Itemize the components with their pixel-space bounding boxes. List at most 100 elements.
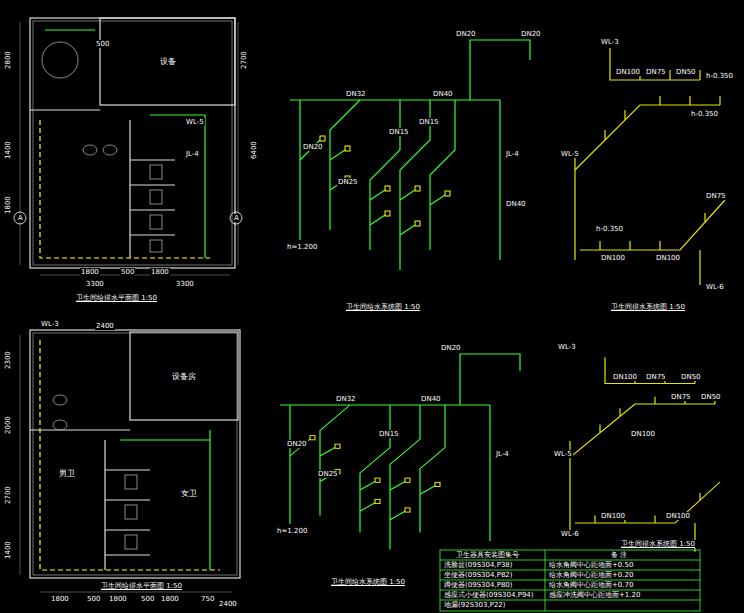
dimension-label: 1400 <box>4 140 12 160</box>
drain-system-bottom <box>570 357 720 551</box>
drawing-title: 卫生间给排水平面图 1:50 <box>75 294 158 302</box>
pipe-label: JL-4 <box>505 150 520 158</box>
pipe-label: WL-5 <box>553 450 573 458</box>
pipe-label: DN20 <box>440 344 462 352</box>
pipe-label: DN50 <box>675 68 697 76</box>
pipe-label: DN32 <box>345 90 367 98</box>
pipe-label: DN40 <box>420 395 442 403</box>
dimension-label: 1800 <box>160 595 180 603</box>
room-box: 设备 <box>100 18 235 105</box>
pipe-label: DN15 <box>418 118 440 126</box>
dimension-label: 1800 <box>150 268 170 276</box>
dimension-label: 6400 <box>250 140 258 160</box>
water-system-top <box>290 40 530 270</box>
table-cell: 备 注 <box>610 551 628 559</box>
pipe-label: DN75 <box>645 373 667 381</box>
pipe-label: DN40 <box>432 90 454 98</box>
pipe-label: WL-6 <box>705 283 725 291</box>
dimension-label: 1400 <box>4 540 12 560</box>
pipe-label: DN75 <box>705 192 727 200</box>
pipe-label: DN100 <box>612 373 638 381</box>
axis-label: A <box>17 214 24 222</box>
pipe-label: DN40 <box>505 200 527 208</box>
dimension-label: 2300 <box>4 350 12 370</box>
table-cell: 给水角阀中心距地面+0.50 <box>548 561 634 569</box>
table-cell: 卫生器具安装图集号 <box>455 551 520 559</box>
pipe-label: h-0.350 <box>705 72 734 80</box>
pipe-label: DN75 <box>670 393 692 401</box>
pipe-label: WL-3 <box>600 38 620 46</box>
dimension-label: 2400 <box>218 600 238 608</box>
axis-label: A <box>233 214 240 222</box>
table-cell: 坐便器(09S304,P82) <box>443 571 514 579</box>
dimension-label: 1800 <box>108 595 128 603</box>
table-cell: 感应冲洗阀中心距地面+1.20 <box>548 591 641 599</box>
dimension-label: 3300 <box>85 280 105 288</box>
fixture-table <box>440 550 700 611</box>
pipe-label: DN20 <box>455 30 477 38</box>
dimension-label: 1800 <box>80 268 100 276</box>
pipe-label: WL-5 <box>560 150 580 158</box>
drawing-title: 卫生间排水系统图 1:50 <box>610 303 686 311</box>
room-box: 设备房 <box>130 332 238 420</box>
plan-pipes <box>40 30 220 570</box>
pipe-label: DN50 <box>700 393 722 401</box>
dimension-label: 500 <box>140 595 155 603</box>
drain-system-top <box>575 48 725 285</box>
pipe-label: DN100 <box>600 512 626 520</box>
pipe-label: DN100 <box>600 254 626 262</box>
table-cell: 感应式小便器(09S304,P94) <box>443 591 535 599</box>
room-label: 男卫 <box>58 470 76 478</box>
pipe-label: JL-4 <box>495 450 510 458</box>
drawing-title: 卫生间给排水平面图 1:50 <box>100 582 183 590</box>
water-system-bottom <box>280 354 520 550</box>
pipe-label: WL-3 <box>40 320 60 328</box>
pipe-label: DN100 <box>615 68 641 76</box>
dimension-label: 1800 <box>4 195 12 215</box>
pipe-label: JL-4 <box>185 150 200 158</box>
drawing-title: 卫生间排水系统图 1:50 <box>620 540 696 548</box>
pipe-label: DN15 <box>388 128 410 136</box>
pipe-label: DN25 <box>317 470 339 478</box>
plan-fixtures <box>14 42 242 549</box>
table-cell: 给水角阀中心距地面+0.20 <box>548 571 634 579</box>
pipe-label: DN100 <box>665 512 691 520</box>
pipe-label: DN20 <box>286 440 308 448</box>
pipe-label: WL-3 <box>557 343 577 351</box>
room-name: 设备房 <box>171 371 197 382</box>
pipe-label: h-0.350 <box>595 225 624 233</box>
room-label: 女卫 <box>180 490 198 498</box>
pipe-label: DN25 <box>337 178 359 186</box>
pipe-label: DN50 <box>680 373 702 381</box>
pipe-label: DN20 <box>520 30 542 38</box>
pipe-label: DN100 <box>630 430 656 438</box>
dimension-label: 2700 <box>4 485 12 505</box>
dimension-label: 2400 <box>95 322 115 330</box>
pipe-label: DN15 <box>378 430 400 438</box>
room-name: 设备 <box>159 56 177 67</box>
dimension-label: 3300 <box>175 280 195 288</box>
dimension-label: 500 <box>86 595 101 603</box>
pipe-label: DN100 <box>655 254 681 262</box>
dimension-label: 2800 <box>4 50 12 70</box>
dimension-label: 2000 <box>4 415 12 435</box>
pipe-label: WL-6 <box>560 530 580 538</box>
dimension-label: 500 <box>120 268 135 276</box>
table-cell: 蹲便器(09S304,P80) <box>443 581 514 589</box>
dimension-label: 1800 <box>50 595 70 603</box>
table-cell: 洗脸盆(09S304,P38) <box>443 561 514 569</box>
pipe-label: h=1.200 <box>286 243 318 251</box>
drawing-title: 卫生间给水系统图 1:50 <box>345 303 421 311</box>
pipe-label: DN75 <box>645 68 667 76</box>
pipe-label: WL-5 <box>185 118 205 126</box>
pipe-label: h=1.200 <box>276 527 308 535</box>
dimension-label: 2700 <box>240 50 248 70</box>
pipe-label: DN20 <box>302 143 324 151</box>
table-cell: 给水角阀中心距地面+0.70 <box>548 581 634 589</box>
dimension-label: 750 <box>200 595 215 603</box>
table-cell: 地漏(92S303,P22) <box>443 601 507 609</box>
pipe-label: DN32 <box>335 395 357 403</box>
pipe-label: h-0.350 <box>690 110 719 118</box>
drawing-title: 卫生间给水系统图 1:50 <box>330 578 406 586</box>
